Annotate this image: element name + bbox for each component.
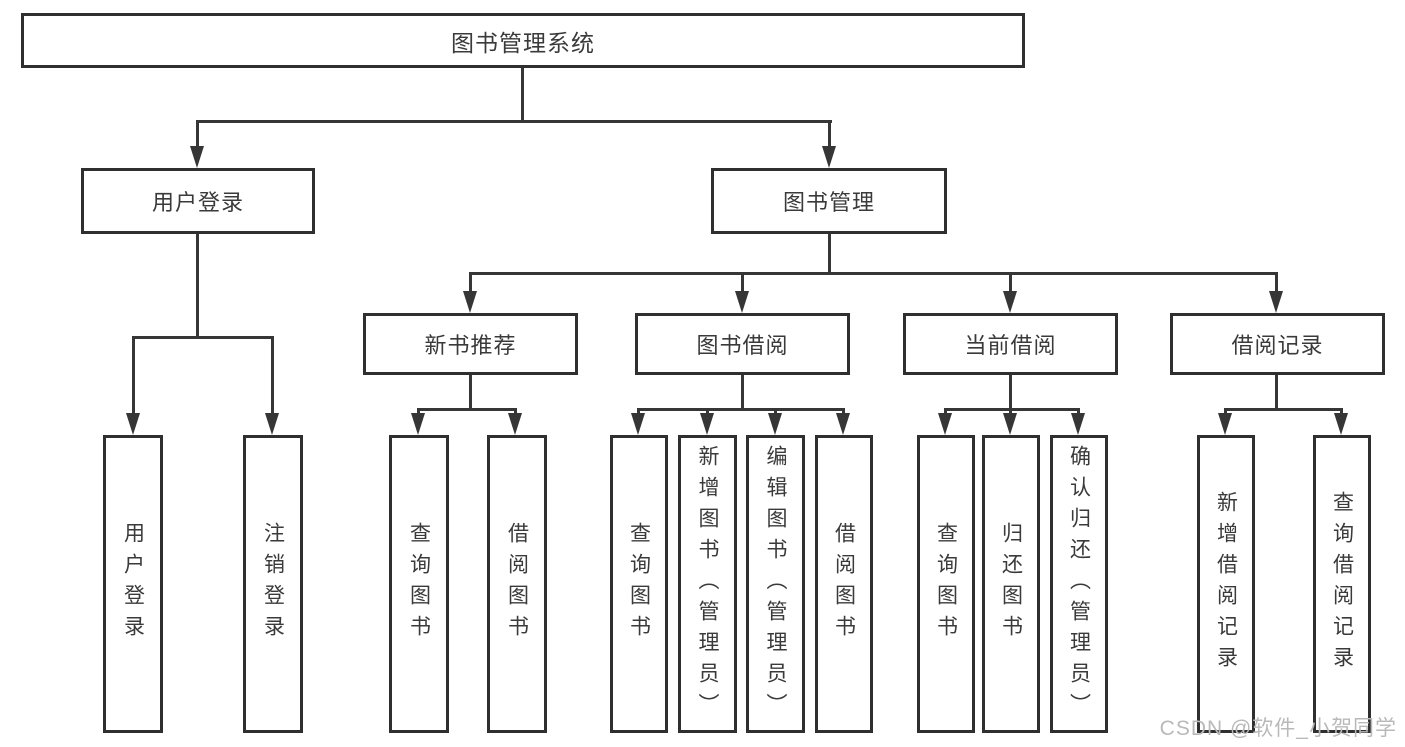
arrowhead-current-borrow xyxy=(1003,291,1017,313)
leaf-newbook-query-books: 查询图书 xyxy=(389,435,449,733)
connector-shaft-current-borrow xyxy=(1009,272,1012,293)
arrowhead-login-leaf-1 xyxy=(126,413,140,435)
node-current-borrow: 当前借阅 xyxy=(903,313,1118,375)
arrowhead-new-books xyxy=(463,291,477,313)
connector-shaft-new-books xyxy=(469,272,472,293)
connector-management-stem xyxy=(828,234,831,275)
node-new-book-recommend: 新书推荐 xyxy=(363,313,578,375)
connector-shaft-current-leaf-1 xyxy=(944,408,947,416)
arrowhead-current-leaf-1 xyxy=(938,413,952,435)
arrowhead-borrow-leaf-3 xyxy=(768,413,782,435)
leaf-current-return-books: 归还图书 xyxy=(982,435,1040,733)
leaf-borrow-edit-books-admin: 编辑图书（管理员） xyxy=(746,435,805,733)
node-borrow-records: 借阅记录 xyxy=(1170,313,1385,375)
connector-borrow-branch xyxy=(638,408,845,411)
connector-shaft-current-leaf-3 xyxy=(1077,408,1080,416)
leaf-borrow-query-books: 查询图书 xyxy=(610,435,668,733)
arrowhead-user-login xyxy=(190,146,204,168)
leaf-current-query-books: 查询图书 xyxy=(917,435,975,733)
leaf-records-query-borrow-record: 查询借阅记录 xyxy=(1313,435,1371,733)
leaf-logout: 注销登录 xyxy=(243,435,303,733)
connector-shaft-borrow-leaf-4 xyxy=(842,408,845,416)
arrowhead-borrow-leaf-2 xyxy=(700,413,714,435)
arrowhead-borrow-records xyxy=(1269,291,1283,313)
connector-management-branch xyxy=(469,272,1277,275)
arrowhead-book-management xyxy=(822,146,836,168)
leaf-user-login: 用户登录 xyxy=(103,435,163,733)
connector-shaft-borrow-leaf-2 xyxy=(706,408,709,416)
arrowhead-current-leaf-2 xyxy=(1003,413,1017,435)
connector-shaft-records-leaf-2 xyxy=(1340,408,1343,416)
arrowhead-newbook-leaf-1 xyxy=(411,413,425,435)
connector-shaft-book-borrow xyxy=(741,272,744,293)
connector-shaft-login-leaf-1 xyxy=(132,336,135,415)
connector-shaft-login-leaf-2 xyxy=(271,336,274,415)
connector-newbook-branch xyxy=(418,408,517,411)
connector-current-stem xyxy=(1009,375,1012,411)
node-user-login: 用户登录 xyxy=(81,168,315,234)
leaf-records-add-borrow-record: 新增借阅记录 xyxy=(1197,435,1255,733)
arrowhead-borrow-leaf-1 xyxy=(631,413,645,435)
connector-root-stem xyxy=(521,68,524,120)
arrowhead-current-leaf-3 xyxy=(1071,413,1085,435)
leaf-newbook-borrow-books: 借阅图书 xyxy=(487,435,547,733)
leaf-borrow-borrow-books: 借阅图书 xyxy=(815,435,873,733)
connector-shaft-records-leaf-1 xyxy=(1224,408,1227,416)
connector-shaft-user-login xyxy=(196,120,199,148)
node-book-borrow: 图书借阅 xyxy=(635,313,850,375)
connector-login-branch xyxy=(132,336,273,339)
arrowhead-login-leaf-2 xyxy=(265,413,279,435)
connector-shaft-borrow-records xyxy=(1275,272,1278,293)
connector-shaft-newbook-leaf-2 xyxy=(514,408,517,416)
connector-root-branch xyxy=(196,120,832,123)
leaf-current-confirm-return-admin: 确认归还（管理员） xyxy=(1050,435,1108,733)
csdn-watermark: CSDN @软件_小贺同学 xyxy=(1159,717,1397,740)
connector-login-stem xyxy=(196,234,199,336)
arrowhead-records-leaf-1 xyxy=(1218,413,1232,435)
connector-records-stem xyxy=(1275,375,1278,411)
connector-shaft-newbook-leaf-1 xyxy=(417,408,420,416)
node-book-management: 图书管理 xyxy=(711,168,947,234)
connector-borrow-stem xyxy=(741,375,744,411)
connector-newbook-stem xyxy=(469,375,472,411)
arrowhead-book-borrow xyxy=(735,291,749,313)
arrowhead-records-leaf-2 xyxy=(1334,413,1348,435)
arrowhead-newbook-leaf-2 xyxy=(508,413,522,435)
connector-current-branch xyxy=(945,408,1079,411)
arrowhead-borrow-leaf-4 xyxy=(836,413,850,435)
connector-shaft-current-leaf-2 xyxy=(1009,408,1012,416)
connector-shaft-book-management xyxy=(828,120,831,148)
connector-records-branch xyxy=(1224,408,1342,411)
connector-shaft-borrow-leaf-1 xyxy=(637,408,640,416)
connector-shaft-borrow-leaf-3 xyxy=(774,408,777,416)
leaf-borrow-add-books-admin: 新增图书（管理员） xyxy=(678,435,737,733)
node-library-management-system: 图书管理系统 xyxy=(21,13,1025,68)
